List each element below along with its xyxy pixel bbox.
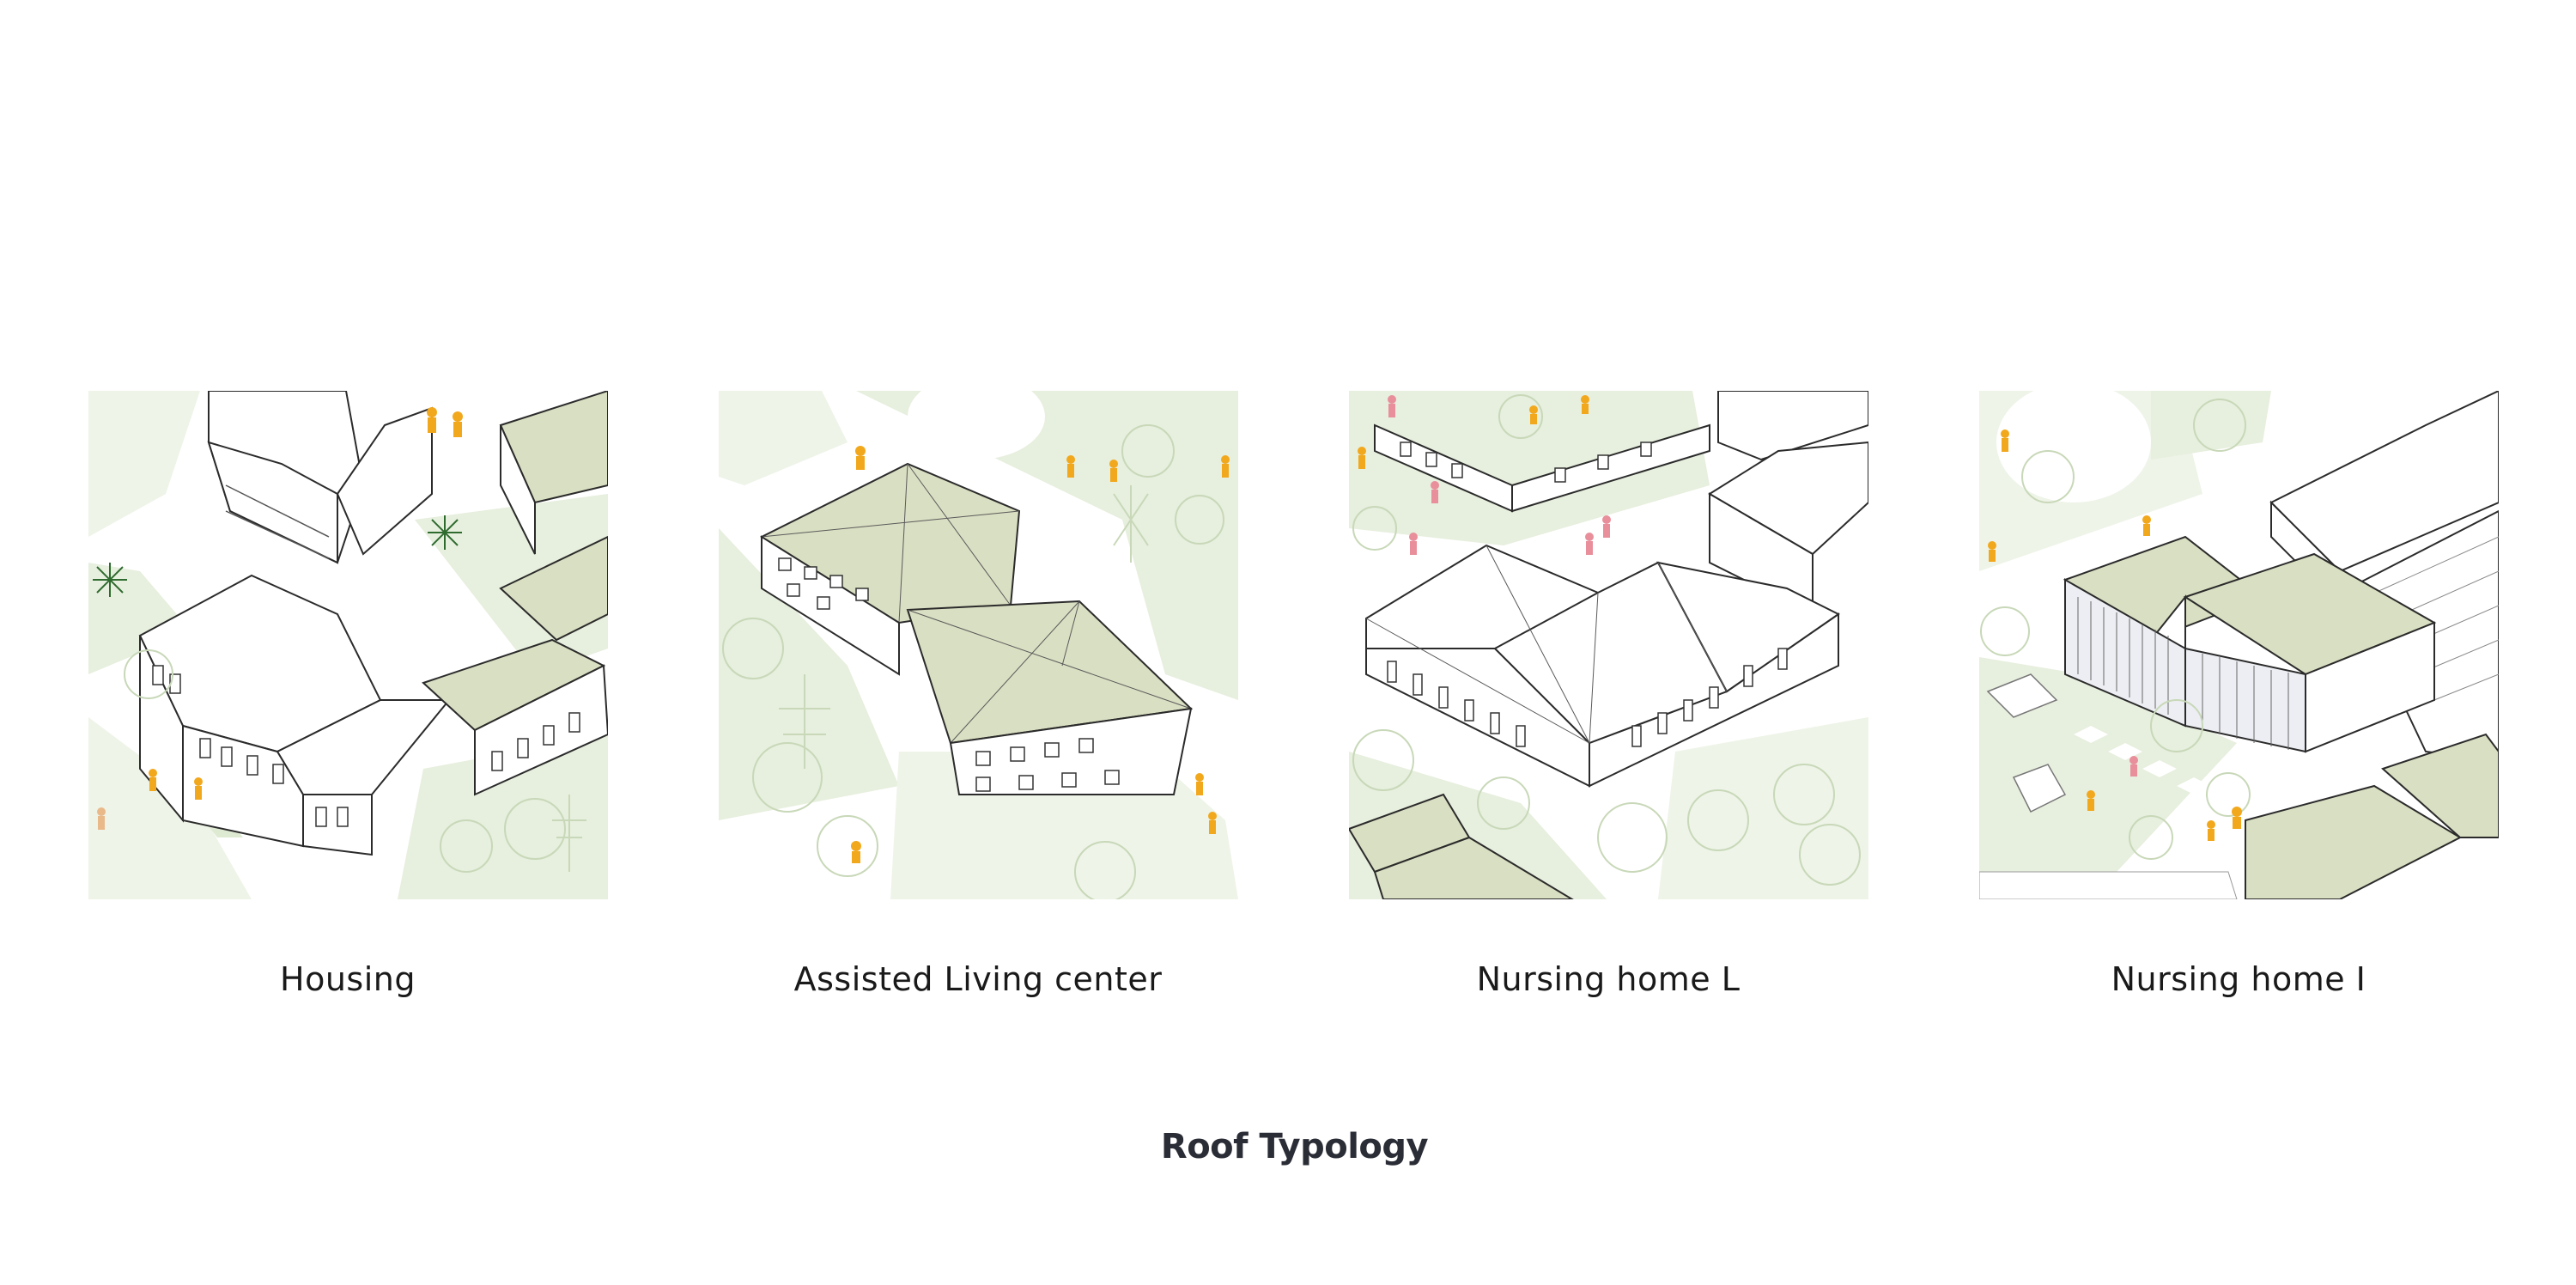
main-building xyxy=(1365,544,1840,788)
housing-illustration xyxy=(88,391,608,899)
nursing-home-i-illustration xyxy=(1979,391,2499,899)
main-building xyxy=(2063,535,2437,753)
caption-assisted-living-center: Assisted Living center xyxy=(793,960,1163,998)
upper-house xyxy=(207,391,433,564)
nursing-home-l-illustration xyxy=(1349,391,1868,899)
main-house xyxy=(138,574,452,856)
assisted-living-illustration xyxy=(719,391,1238,899)
caption-housing: Housing xyxy=(280,960,416,998)
caption-nursing-home-i: Nursing home I xyxy=(2111,960,2366,998)
page-title: Roof Typology xyxy=(1160,1127,1429,1166)
caption-nursing-home-l: Nursing home L xyxy=(1476,960,1741,998)
